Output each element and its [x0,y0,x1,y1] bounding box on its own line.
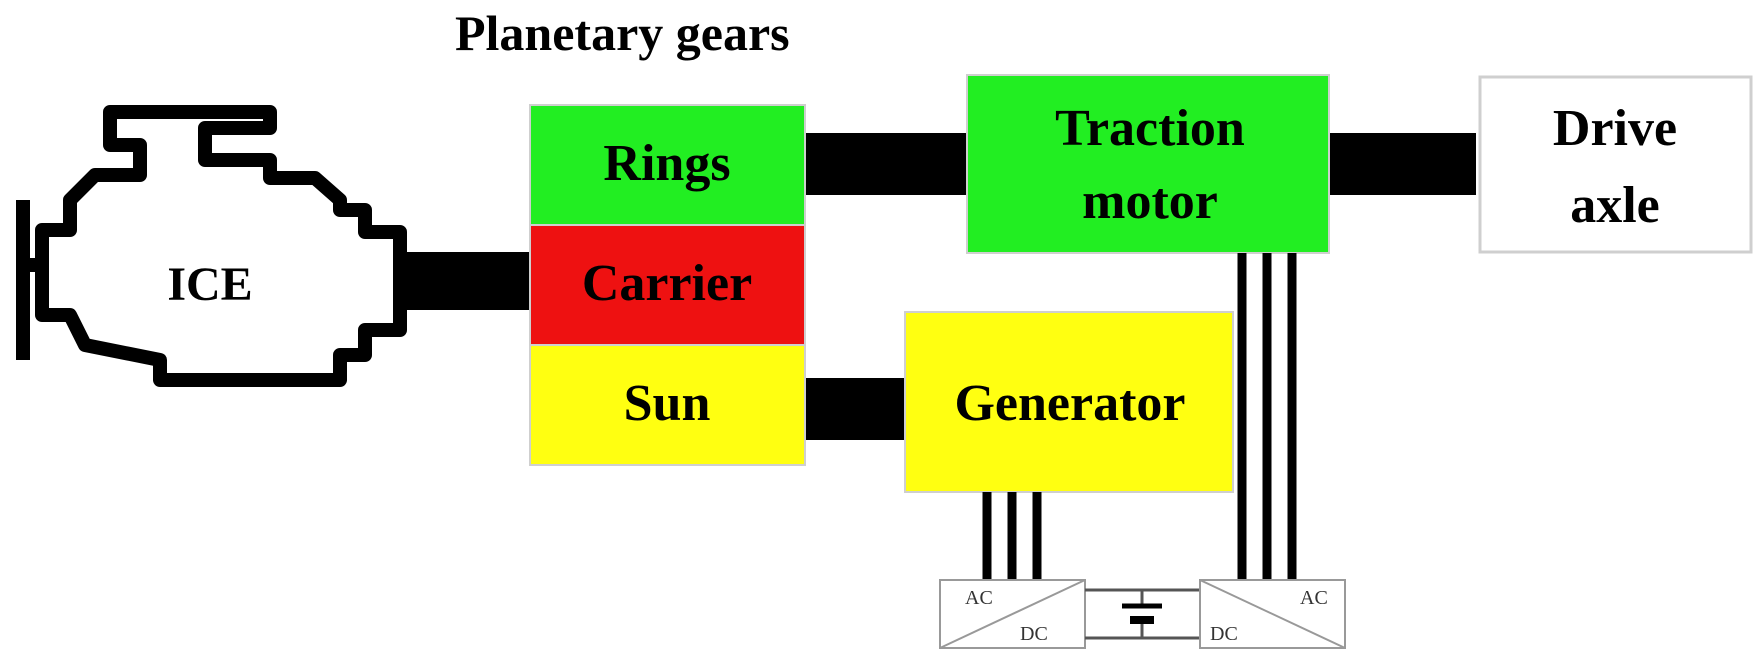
ice-label: ICE [167,258,252,311]
drive-axle-label-line2: axle [1570,177,1660,234]
planetary-gearset: Rings Carrier Sun [529,104,806,466]
generator-label: Generator [954,375,1185,432]
inverter-right-ac: AC [1300,587,1328,609]
inverter-left-dc: DC [1020,623,1048,645]
carrier-box [529,224,806,346]
traction-motor-3phase-cables [1237,253,1297,580]
shaft-ice-carrier [400,252,540,310]
rings-label: Rings [603,135,730,192]
traction-motor-label-line1: Traction [1055,100,1245,157]
generator-3phase-cables [982,492,1042,580]
traction-motor-label-line2: motor [1082,173,1218,230]
dc-link [1085,588,1200,640]
generator-box [904,311,1234,493]
shaft-traction-axle [1310,133,1476,195]
inverter-left-ac: AC [965,587,993,609]
inverter-right: AC DC [1199,579,1346,649]
shaft-sun-generator [800,378,910,440]
inverter-right-dc: DC [1210,623,1238,645]
diagram-title: Planetary gears [455,5,790,61]
battery-icon [1122,603,1162,624]
traction-motor-box [966,74,1330,254]
carrier-label: Carrier [582,255,752,312]
drive-axle-label-line1: Drive [1553,100,1677,157]
inverter-left: AC DC [939,579,1086,649]
shaft-rings-traction [800,133,970,195]
rings-box [529,104,806,226]
sun-label: Sun [624,375,711,432]
drive-axle-box [1478,75,1753,254]
sun-box [529,344,806,466]
engine-icon [16,105,407,387]
